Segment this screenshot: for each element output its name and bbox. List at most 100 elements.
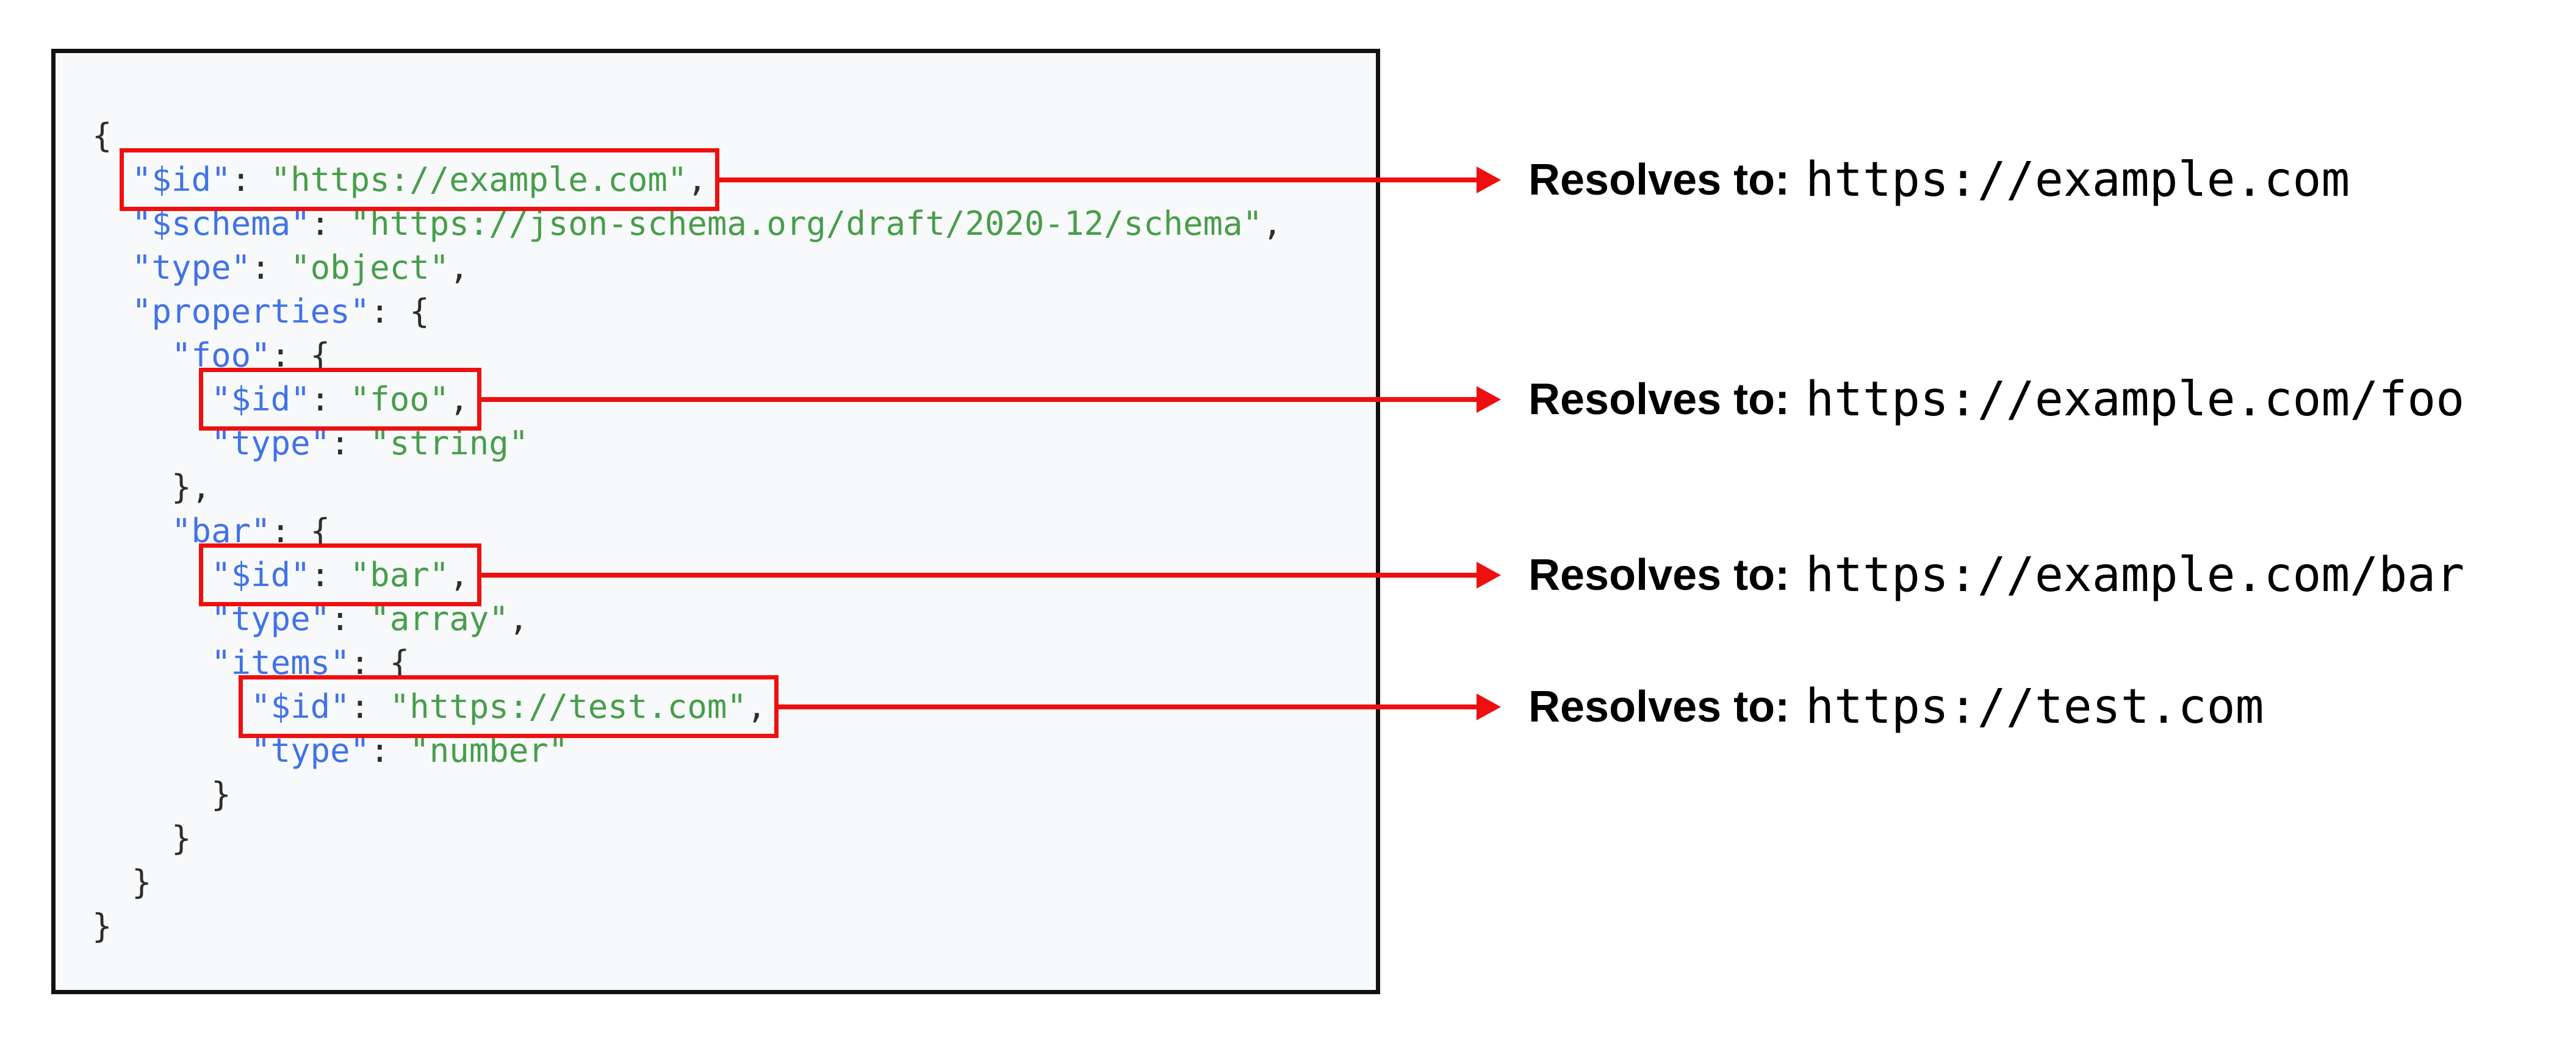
token-key: "items": [211, 643, 350, 682]
code-line: "type": "object",: [92, 246, 1376, 290]
indent: [92, 380, 211, 418]
token-key: "type": [211, 424, 331, 462]
token-punct: :: [330, 600, 370, 638]
token-punct: :: [330, 424, 370, 462]
json-code: { "$id": "https://example.com", "$schema…: [56, 53, 1376, 990]
id-highlight-box: "$id": "bar",: [199, 543, 481, 606]
token-string: "https://example.com": [270, 160, 688, 199]
indent: [92, 292, 132, 331]
token-punct: }: [92, 907, 112, 945]
resolves-label: Resolves to:: [1528, 682, 1790, 731]
id-highlight-box: "$id": "https://test.com",: [239, 675, 779, 738]
resolution-annotation: Resolves to: https://example.com/bar: [1528, 541, 2464, 609]
code-line: "properties": {: [92, 290, 1376, 334]
code-line: "type": "string": [92, 421, 1376, 465]
resolves-label: Resolves to:: [1528, 155, 1790, 204]
token-punct: :: [310, 556, 350, 594]
code-line: }: [92, 861, 1376, 905]
token-punct: :: [350, 687, 390, 726]
token-punct: :: [370, 731, 410, 770]
resolved-url: https://test.com: [1805, 679, 2264, 734]
id-highlight-box: "$id": "https://example.com",: [120, 148, 719, 211]
indent: [92, 643, 211, 682]
token-string: "array": [370, 600, 509, 638]
token-string: "object": [290, 248, 450, 287]
code-line: "$id": "foo",: [92, 368, 1376, 431]
code-line: "foo": {: [92, 334, 1376, 378]
token-string: "bar": [350, 556, 450, 594]
token-key: "$id": [211, 380, 311, 418]
indent: [92, 556, 211, 594]
indent: [92, 600, 211, 638]
token-key: "bar": [171, 512, 271, 550]
token-punct: :: [310, 204, 350, 243]
code-line: }: [92, 905, 1376, 948]
token-key: "type": [251, 731, 370, 770]
code-line: "$id": "https://example.com",: [92, 148, 1376, 211]
arrowhead-icon: [1477, 166, 1501, 193]
token-string: "foo": [350, 380, 450, 418]
resolved-url: https://example.com: [1805, 152, 2350, 207]
token-key: "$id": [251, 687, 350, 726]
resolved-url: https://example.com/foo: [1805, 371, 2465, 427]
token-string: "number": [409, 731, 569, 770]
token-key: "$id": [132, 160, 231, 199]
token-punct: ,: [449, 380, 469, 418]
indent: [92, 687, 251, 726]
token-key: "foo": [171, 336, 271, 375]
arrowhead-icon: [1477, 693, 1501, 720]
indent: [92, 731, 251, 770]
code-line: "items": {: [92, 641, 1376, 685]
code-line: "type": "number": [92, 729, 1376, 773]
token-punct: },: [171, 468, 212, 506]
token-punct: : {: [270, 512, 331, 550]
token-string: "https://json-schema.org/draft/2020-12/s…: [350, 204, 1263, 243]
token-key: "properties": [132, 292, 370, 331]
indent: [92, 336, 171, 375]
indent: [92, 204, 132, 243]
token-punct: }: [171, 819, 192, 858]
arrow-line: [777, 704, 1480, 709]
arrow-line: [480, 572, 1480, 578]
token-punct: {: [92, 116, 112, 155]
code-line: "$id": "https://test.com",: [92, 675, 1376, 738]
token-key: "$id": [211, 556, 311, 594]
token-punct: ,: [746, 687, 767, 726]
token-punct: ,: [687, 160, 707, 199]
code-line: },: [92, 465, 1376, 509]
indent: [92, 468, 171, 506]
code-line: }: [92, 773, 1376, 817]
json-schema-code-panel: { "$id": "https://example.com", "$schema…: [51, 49, 1380, 994]
indent: [92, 819, 171, 858]
arrowhead-icon: [1477, 385, 1501, 413]
token-punct: :: [231, 160, 271, 199]
arrow-line: [480, 396, 1480, 402]
resolves-label: Resolves to:: [1528, 550, 1790, 600]
token-punct: ,: [449, 248, 469, 287]
resolves-label: Resolves to:: [1528, 375, 1790, 424]
indent: [92, 863, 132, 901]
indent: [92, 512, 171, 550]
token-punct: :: [310, 380, 350, 418]
token-key: "type": [132, 248, 251, 287]
indent: [92, 160, 132, 199]
token-punct: ,: [508, 600, 529, 638]
code-line: "$schema": "https://json-schema.org/draf…: [92, 202, 1376, 246]
indent: [92, 775, 211, 814]
token-punct: ,: [449, 556, 469, 594]
token-punct: }: [132, 863, 152, 901]
token-punct: }: [211, 775, 231, 814]
resolution-annotation: Resolves to: https://example.com: [1528, 146, 2350, 214]
indent: [92, 248, 132, 287]
token-string: "https://test.com": [389, 687, 747, 726]
code-line: "type": "array",: [92, 597, 1376, 641]
token-punct: :: [251, 248, 291, 287]
resolution-annotation: Resolves to: https://example.com/foo: [1528, 365, 2464, 434]
code-line: {: [92, 114, 1376, 158]
token-punct: : {: [370, 292, 430, 331]
arrowhead-icon: [1477, 561, 1501, 589]
token-string: "string": [370, 424, 529, 462]
resolved-url: https://example.com/bar: [1805, 547, 2465, 603]
indent: [92, 424, 211, 462]
